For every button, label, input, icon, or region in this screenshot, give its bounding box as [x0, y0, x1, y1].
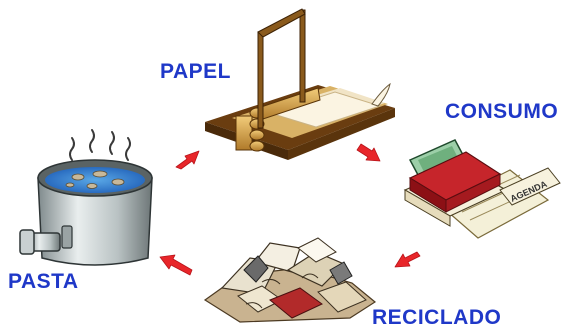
arrow-consumo-to-reciclado [395, 252, 420, 267]
pulp-pot-icon [20, 130, 152, 265]
arrow-pasta-to-papel [176, 151, 199, 169]
stage-label-consumo: CONSUMO [445, 100, 558, 124]
stage-label-pasta: PASTA [8, 270, 79, 294]
stage-label-reciclado: RECICLADO [372, 306, 501, 330]
stage-label-papel: PAPEL [160, 60, 231, 84]
paper-waste-pile-icon [205, 238, 375, 322]
arrow-reciclado-to-pasta [160, 255, 192, 275]
papermaking-frame-icon [205, 9, 395, 160]
arrow-papel-to-consumo [357, 144, 380, 161]
